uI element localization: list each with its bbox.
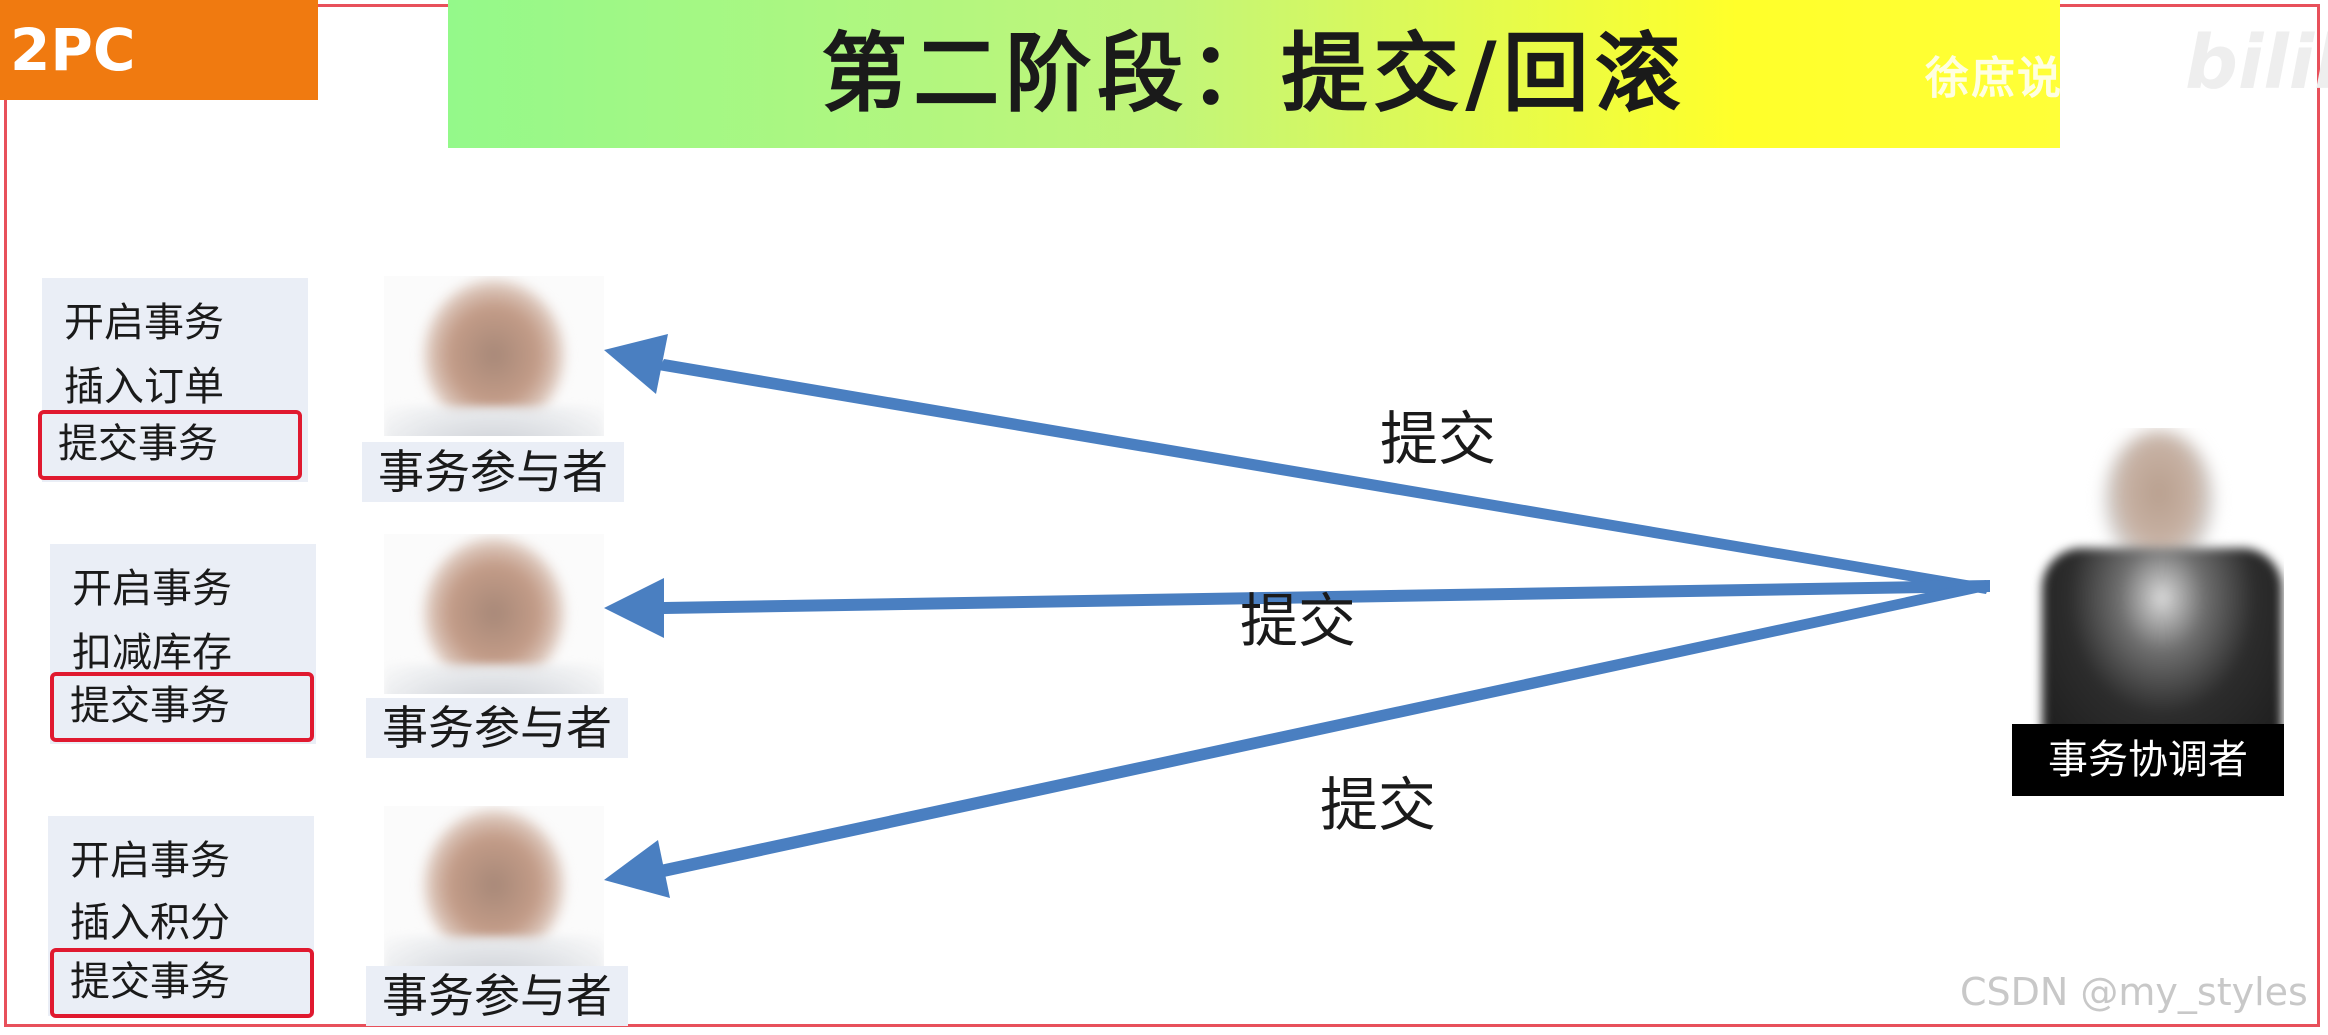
participant-1-step-1: 开启事务 bbox=[64, 300, 224, 346]
credit-watermark: CSDN @my_styles bbox=[1960, 970, 2308, 1014]
arrow-to-participant-1 bbox=[658, 359, 1990, 594]
participant-3-avatar bbox=[384, 806, 604, 966]
coordinator: 事务协调者 bbox=[2012, 428, 2284, 796]
participant-2-step-2: 扣减库存 bbox=[72, 630, 232, 676]
participant-2-step-1: 开启事务 bbox=[72, 566, 232, 612]
arrow-label-3: 提交 bbox=[1320, 771, 1437, 839]
arrow-to-participant-2 bbox=[664, 580, 1990, 614]
arrowhead-2 bbox=[604, 578, 664, 638]
participant-2-avatar bbox=[384, 534, 604, 694]
participant-1-step-2: 插入订单 bbox=[64, 364, 224, 410]
arrow-label-1: 提交 bbox=[1380, 405, 1497, 473]
bilibili-logo: bilibi bbox=[2185, 20, 2328, 106]
arrow-to-participant-3 bbox=[660, 580, 1990, 877]
arrow-label-2: 提交 bbox=[1240, 587, 1357, 655]
participant-3-step-2: 插入积分 bbox=[70, 900, 230, 946]
participant-2-label: 事务参与者 bbox=[366, 698, 628, 758]
participant-3-commit-step: 提交事务 bbox=[50, 948, 314, 1018]
watermark-text: 徐庶说 bbox=[1925, 53, 2063, 104]
section-badge: 2PC bbox=[0, 0, 318, 100]
participant-3-label: 事务参与者 bbox=[366, 966, 628, 1026]
participant-2-commit-step: 提交事务 bbox=[50, 672, 314, 742]
coordinator-avatar bbox=[2104, 430, 2214, 570]
coordinator-body bbox=[2042, 548, 2282, 748]
slide-title: 第二阶段：提交/回滚 bbox=[821, 24, 1687, 124]
title-banner bbox=[448, 0, 2060, 148]
participant-1-avatar bbox=[384, 276, 604, 436]
participant-1-commit-step: 提交事务 bbox=[38, 410, 302, 480]
participant-1-label: 事务参与者 bbox=[362, 442, 624, 502]
arrowhead-1 bbox=[604, 334, 668, 394]
coordinator-label: 事务协调者 bbox=[2012, 724, 2284, 796]
participant-3-step-1: 开启事务 bbox=[70, 838, 230, 884]
arrowhead-3 bbox=[604, 840, 670, 898]
